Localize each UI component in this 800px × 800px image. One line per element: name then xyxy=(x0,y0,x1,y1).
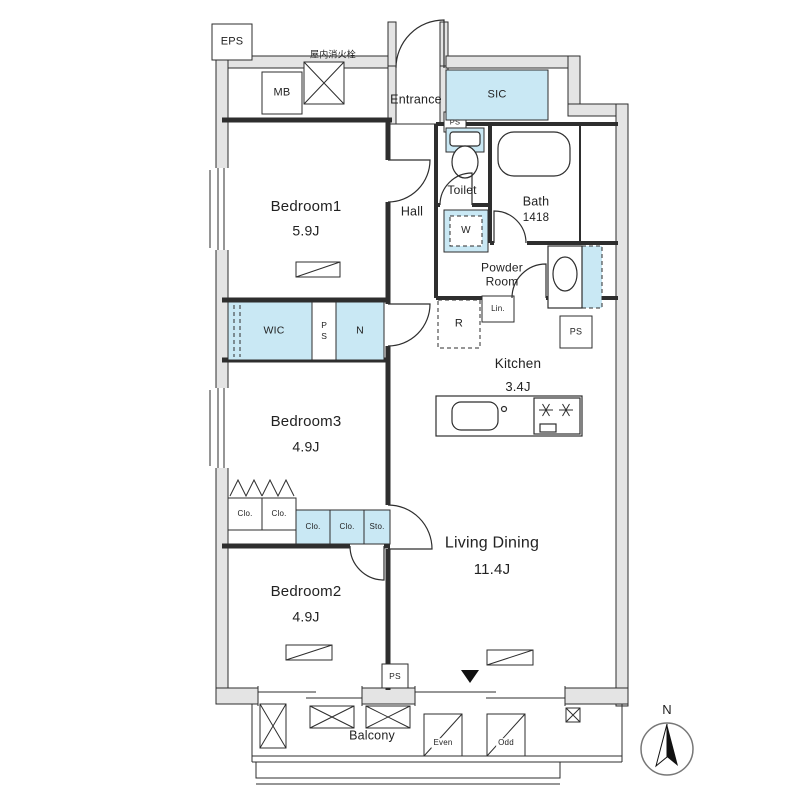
ps-bottom-label: PS xyxy=(389,670,401,681)
entrance-door-arc xyxy=(395,19,445,69)
storage-area xyxy=(363,509,391,545)
living-dining-label: Living Dining xyxy=(444,534,540,552)
bath-label: Bath xyxy=(522,194,550,209)
living-balcony-window-icon xyxy=(414,686,566,706)
wic-label: WIC xyxy=(263,324,285,337)
grill-icon xyxy=(539,423,557,433)
closet-blue-1 xyxy=(295,509,331,545)
bath-size-label: 1418 xyxy=(522,212,550,225)
powder-cabinet xyxy=(581,245,603,309)
wic-area xyxy=(227,301,313,361)
bedroom1-label: Bedroom1 xyxy=(270,198,342,215)
windows xyxy=(209,168,566,706)
closet1-label: Clo. xyxy=(237,509,253,519)
mb-box xyxy=(261,71,303,115)
powder-room-label: Powder Room xyxy=(481,260,523,289)
bedroom2-lowwindow-icon xyxy=(285,644,333,661)
living-dining-size-label: 11.4J xyxy=(473,561,511,578)
sic-label: SIC xyxy=(487,88,507,101)
linen-label: Lin. xyxy=(491,304,505,314)
bedroom2-size-label: 4.9J xyxy=(292,608,320,625)
ps-right-box xyxy=(559,315,593,349)
sic-area xyxy=(445,69,549,121)
closet-blue-2 xyxy=(329,509,365,545)
nando-door-arc xyxy=(387,303,431,347)
bedroom1-door-arc xyxy=(387,159,431,203)
ps-middle-box xyxy=(311,301,337,361)
entrance-label: Entrance xyxy=(390,92,442,107)
bedroom3-size-label: 4.9J xyxy=(292,438,320,455)
ps-right-label: PS xyxy=(569,326,583,337)
ps-bottom-box xyxy=(381,663,409,689)
bedroom1-window-icon xyxy=(209,168,230,250)
closet2-label: Clo. xyxy=(271,509,287,519)
eps-box xyxy=(211,23,253,61)
bedroom3-window-icon xyxy=(209,388,230,468)
burner-icon xyxy=(539,403,573,417)
balcony-access-marker xyxy=(461,670,479,683)
hall-label: Hall xyxy=(400,204,424,219)
vanity-sink-icon xyxy=(547,245,583,309)
mb-label: MB xyxy=(273,86,291,99)
ps-entrance-label: PS xyxy=(449,117,461,127)
washer-label: W xyxy=(461,225,471,236)
refrigerator-label: R xyxy=(454,317,464,330)
service-boxes xyxy=(211,23,593,689)
odd-label: Odd xyxy=(496,738,516,748)
washer-inner-box xyxy=(449,215,483,247)
ps-middle-label: PS xyxy=(319,320,330,342)
kitchen-counter xyxy=(435,395,583,437)
kitchen-size-label: 3.4J xyxy=(505,379,531,395)
storage-label: Sto. xyxy=(369,522,385,532)
door-arcs xyxy=(349,19,547,581)
bedroom1-size-label: 5.9J xyxy=(292,222,320,239)
compass-north-label: N xyxy=(662,702,672,718)
refrigerator-box xyxy=(437,299,481,349)
linen-box xyxy=(481,295,515,323)
bath-door-arc xyxy=(493,210,527,244)
eps-label: EPS xyxy=(220,35,244,48)
fire-hydrant-box xyxy=(303,61,345,105)
closet4-label: Clo. xyxy=(339,522,355,532)
toilet-icon xyxy=(449,131,481,179)
kitchen-label: Kitchen xyxy=(494,355,542,371)
bedroom2-door-arc xyxy=(349,545,385,581)
bifold-door-icon xyxy=(229,478,295,498)
balcony-area xyxy=(251,703,623,785)
toilet-label: Toilet xyxy=(447,182,477,197)
bedroom2-balcony-window-icon xyxy=(257,686,363,706)
hatch-boxes xyxy=(259,703,581,749)
even-label: Even xyxy=(431,738,455,748)
kitchen-sink-icon xyxy=(451,401,499,431)
slide-symbols xyxy=(285,261,534,666)
fire-hydrant-label: 屋内消火栓 xyxy=(309,49,357,60)
bathtub-icon xyxy=(497,131,571,177)
living-lowwindow-icon xyxy=(486,649,534,666)
living-door-arc xyxy=(387,504,433,550)
powder-door-arc xyxy=(511,263,547,299)
wic-slide-icon xyxy=(295,261,341,278)
balcony-label: Balcony xyxy=(349,728,395,743)
nando-area xyxy=(335,301,385,361)
odd-box xyxy=(486,713,526,757)
toilet-door-arc xyxy=(439,172,473,206)
closet3-label: Clo. xyxy=(305,522,321,532)
bedroom2-label: Bedroom2 xyxy=(270,583,342,600)
even-box xyxy=(423,713,463,757)
nando-label: N xyxy=(356,324,364,337)
bedroom3-label: Bedroom3 xyxy=(270,413,342,430)
closets-bedroom3 xyxy=(227,478,297,531)
compass-icon xyxy=(640,722,694,776)
